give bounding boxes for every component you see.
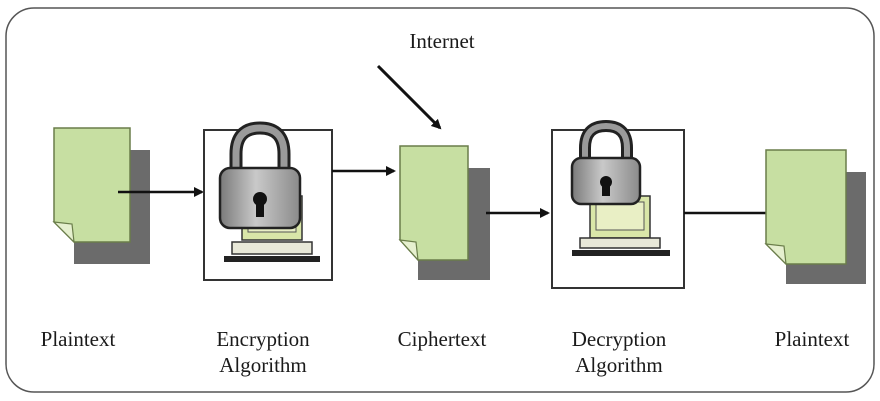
ciphertext-label-line: Ciphertext <box>397 327 487 351</box>
plaintext-output-document-icon <box>764 149 866 284</box>
encryption-label-line-1: Encryption <box>216 327 310 351</box>
plaintext-input-label-line: Plaintext <box>40 327 116 351</box>
padlock-icon <box>570 119 642 206</box>
plaintext-document-icon <box>52 127 150 264</box>
decryption-algorithm-label: Decryption Algorithm <box>534 326 704 378</box>
plaintext-output-label: Plaintext <box>752 326 872 352</box>
encryption-label-line-2: Algorithm <box>219 353 307 377</box>
internet-arrow <box>376 64 442 130</box>
encryption-algorithm-label: Encryption Algorithm <box>178 326 348 378</box>
decryption-label-line-2: Algorithm <box>575 353 663 377</box>
plaintext-output-label-line: Plaintext <box>774 327 850 351</box>
ciphertext-document-icon <box>398 145 490 280</box>
encryption-algorithm-box <box>203 121 333 281</box>
decryption-algorithm-box <box>551 119 685 289</box>
internet-label: Internet <box>409 29 475 53</box>
padlock-icon <box>218 121 302 230</box>
plaintext-input-label: Plaintext <box>18 326 138 352</box>
ciphertext-label: Ciphertext <box>372 326 512 352</box>
outer-frame <box>5 7 875 393</box>
decryption-label-line-1: Decryption <box>571 327 667 351</box>
